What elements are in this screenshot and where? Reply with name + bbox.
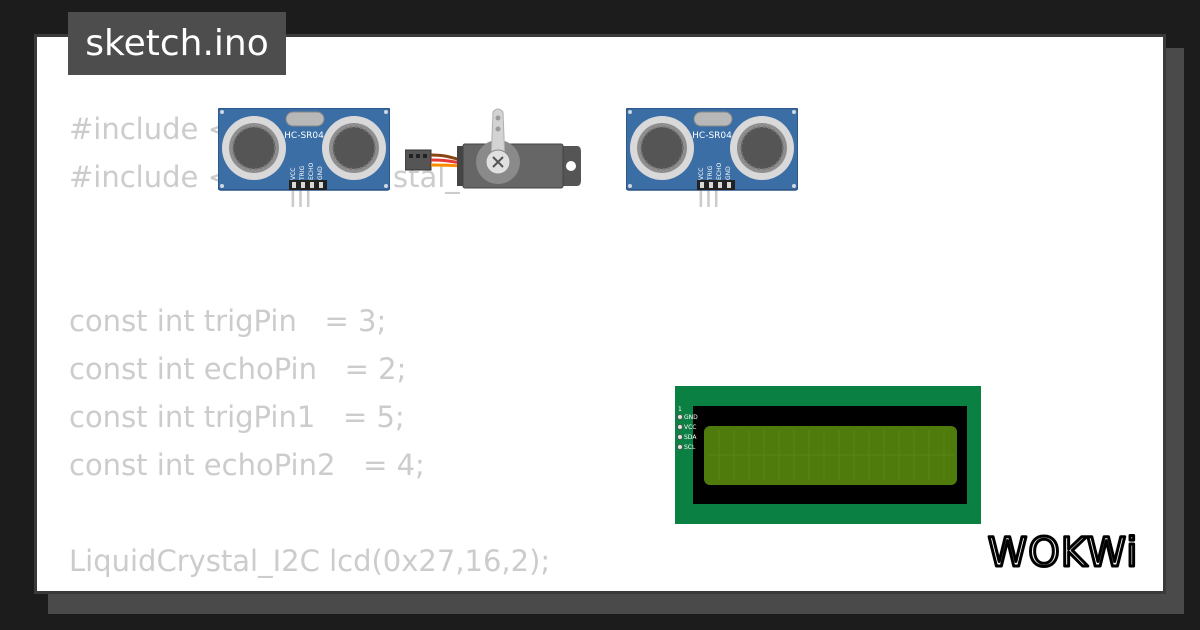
lcd-pin-label-vcc: VCC bbox=[684, 424, 696, 431]
lcd-pin-label-scl: SCL bbox=[684, 444, 696, 451]
code-line-8: const int echoPin2 = 4; bbox=[69, 448, 425, 482]
servo-motor[interactable] bbox=[405, 104, 583, 192]
lcd-display[interactable]: 1 GND VCC SDA SCL bbox=[675, 386, 981, 524]
pin-label-echo: ECHO bbox=[716, 163, 723, 180]
pin-label-echo: ECHO bbox=[308, 163, 315, 180]
ultrasonic-sensor-1[interactable]: HC-SR04 VCC TRIG ECHO GND bbox=[218, 108, 390, 208]
pin-label-vcc: VCC bbox=[290, 168, 297, 180]
transducer-right-icon bbox=[730, 116, 794, 180]
lcd-pin-label-sda: SDA bbox=[684, 434, 697, 441]
code-preview-card: #include < #include < const int trigPin … bbox=[34, 34, 1166, 594]
wokwi-logo: WOKWi bbox=[986, 529, 1139, 577]
code-editor: #include < #include < const int trigPin … bbox=[69, 105, 551, 591]
code-line-5: const int trigPin = 3; bbox=[69, 304, 387, 338]
servo-wires bbox=[430, 153, 462, 168]
file-tab[interactable]: sketch.ino bbox=[68, 12, 286, 75]
pin-label-trig: TRIG bbox=[299, 165, 306, 181]
lcd-pin-label-gnd: GND bbox=[684, 414, 698, 421]
lcd-character-grid bbox=[707, 430, 954, 481]
code-line-6: const int echoPin = 2; bbox=[69, 352, 407, 386]
lcd-screen bbox=[704, 426, 957, 485]
pin-label-vcc: VCC bbox=[698, 168, 705, 180]
sensor-header-pins bbox=[697, 180, 735, 190]
logo-text: WOKWi bbox=[988, 530, 1139, 576]
ultrasonic-sensor-2[interactable]: HC-SR04 VCC TRIG ECHO GND bbox=[626, 108, 798, 208]
code-fragment-pins-b: III bbox=[697, 184, 721, 214]
code-line-7: const int trigPin1 = 5; bbox=[69, 400, 405, 434]
sensor-header-pins bbox=[289, 180, 327, 190]
sensor-label: HC-SR04 bbox=[692, 131, 732, 141]
code-line-9 bbox=[69, 489, 550, 537]
lcd-pins bbox=[677, 414, 683, 450]
pin-label-gnd: GND bbox=[725, 166, 732, 180]
code-fragment-pins-a: III bbox=[289, 184, 313, 214]
transducer-left-icon bbox=[222, 116, 286, 180]
sensor-label: HC-SR04 bbox=[284, 131, 324, 141]
code-line-1: #include < bbox=[69, 112, 232, 146]
code-line-4 bbox=[69, 249, 550, 297]
lcd-pin-marker: 1 bbox=[678, 406, 682, 413]
pin-label-gnd: GND bbox=[317, 166, 324, 180]
pin-label-trig: TRIG bbox=[707, 165, 714, 181]
transducer-left-icon bbox=[630, 116, 694, 180]
servo-horn-icon bbox=[476, 108, 520, 184]
code-line-11: S bbox=[69, 585, 550, 591]
servo-connector bbox=[405, 149, 432, 171]
transducer-right-icon bbox=[322, 116, 386, 180]
code-line-10: LiquidCrystal_I2C lcd(0x27,16,2); bbox=[69, 544, 551, 578]
